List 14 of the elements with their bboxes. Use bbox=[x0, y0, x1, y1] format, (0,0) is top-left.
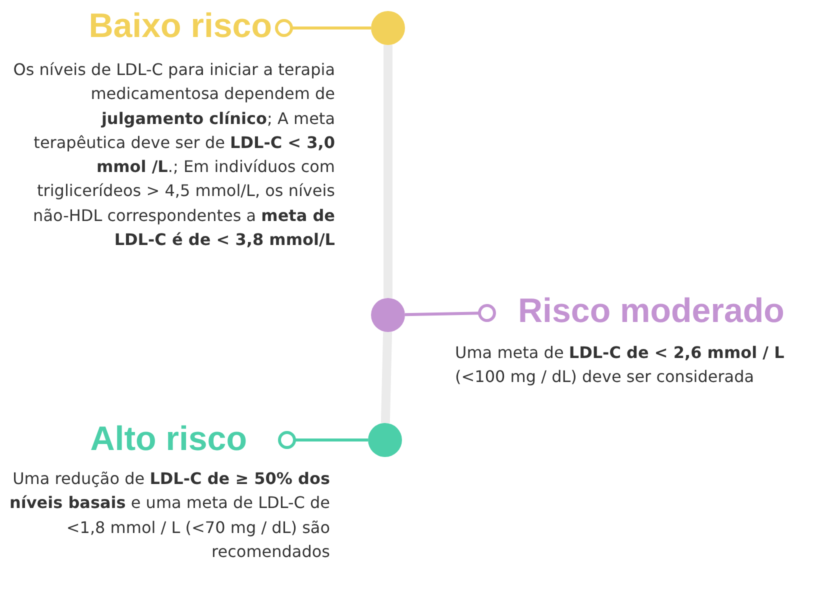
risk-description: Os níveis de LDL-C para iniciar a terapia medicamentosa dependem de julgamento clínico; A meta terapêutica deve ser de LDL-C < 3,0 mmol /L.; Em indivíduos com triglicerídeos > 4,5 mmol/L, os níveis não-HDL correspondentes a meta de LDL-C é de < 3,8 mmol/L bbox=[12, 59, 335, 252]
timeline-dot bbox=[371, 298, 405, 332]
connector-line bbox=[278, 431, 368, 449]
risk-heading: Alto risco bbox=[90, 421, 247, 457]
risk-heading: Risco moderado bbox=[518, 293, 784, 329]
connector-line bbox=[275, 19, 371, 37]
risk-description: Uma redução de LDL-C de ≥ 50% dos níveis basais e uma meta de LDL-C de <1,8 mmol / L (<70 mg / dL) são recomendados bbox=[8, 468, 330, 563]
risk-heading: Baixo risco bbox=[88, 8, 272, 44]
timeline-line bbox=[384, 45, 392, 298]
timeline-dot bbox=[368, 423, 402, 457]
timeline-dot bbox=[371, 11, 405, 45]
connector-line bbox=[404, 304, 496, 322]
timeline-line bbox=[380, 332, 392, 424]
risk-description: Uma meta de LDL-C de < 2,6 mmol / L (<100 mg / dL) deve ser considerada bbox=[455, 342, 786, 388]
